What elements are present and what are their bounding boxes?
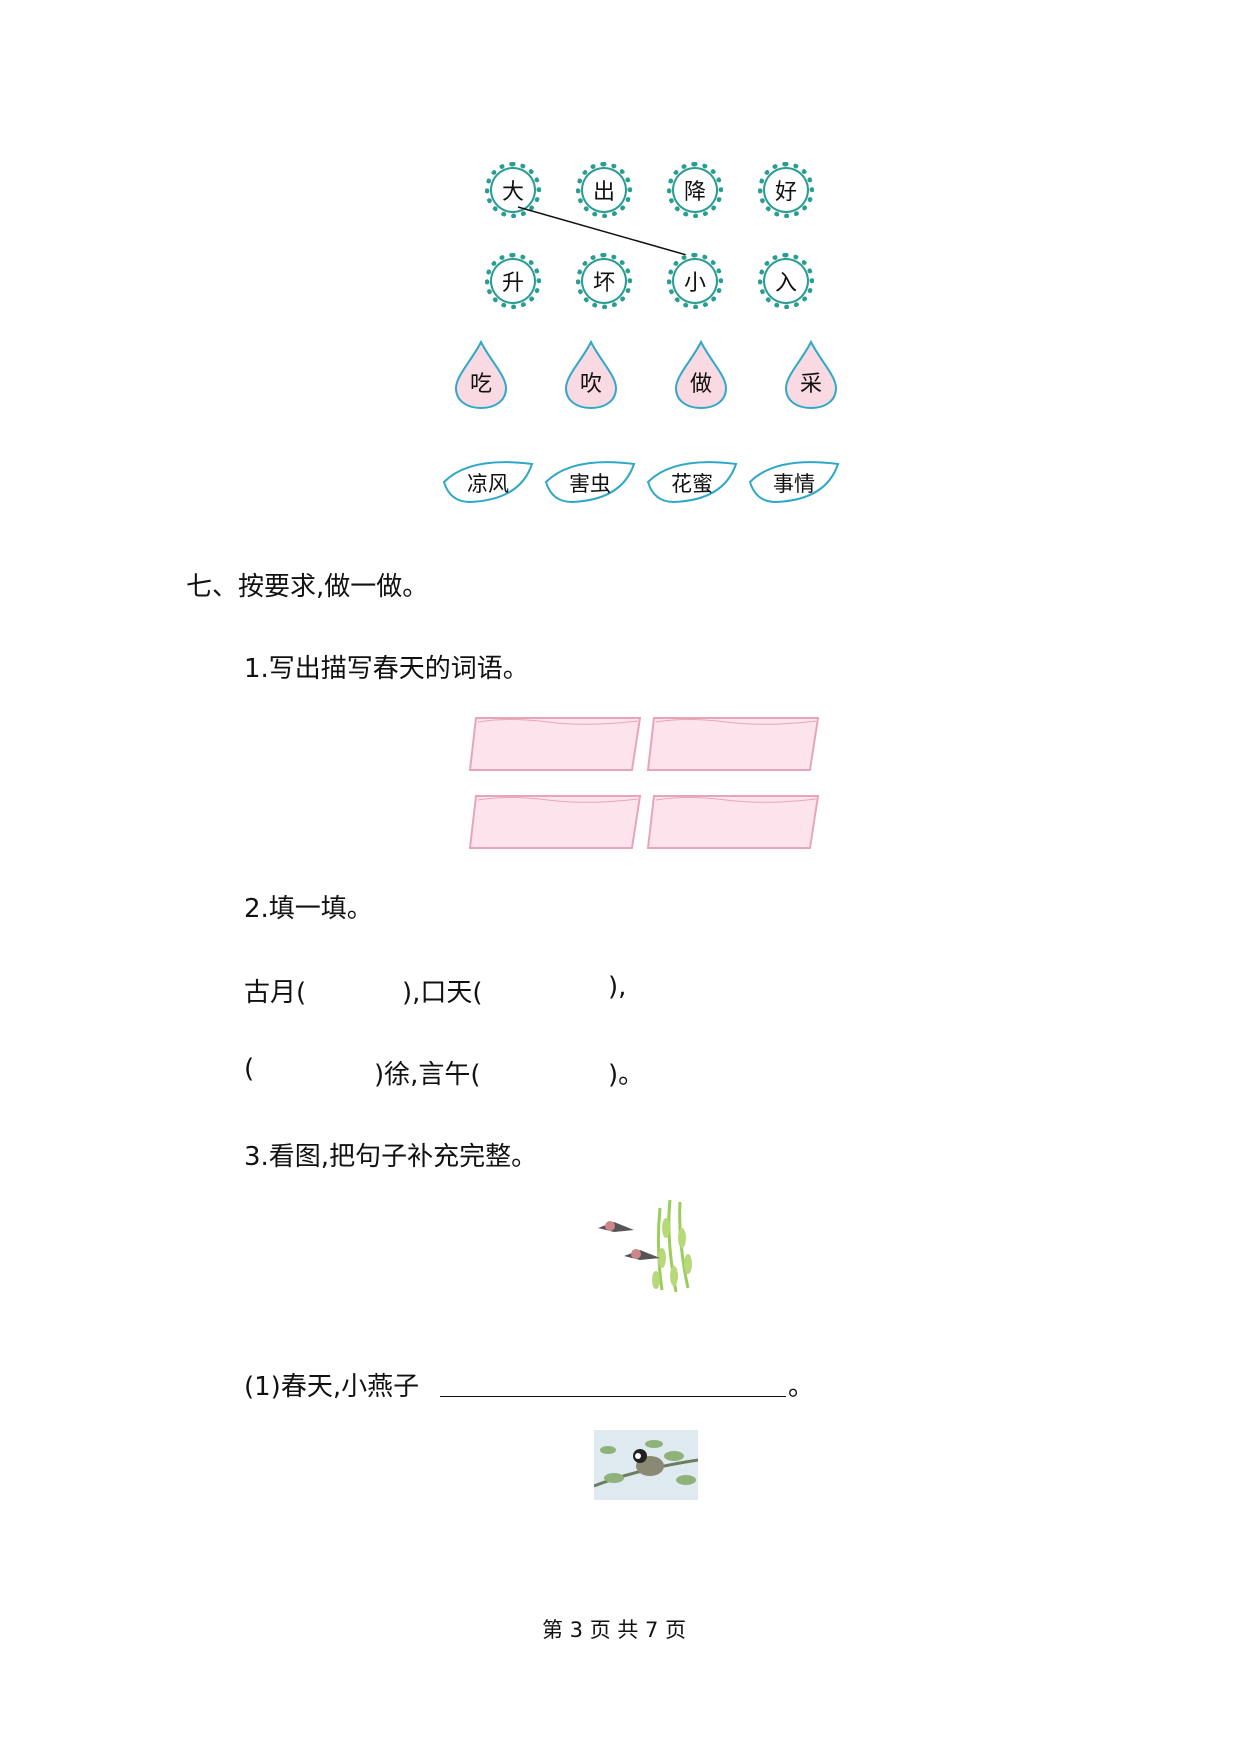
word-box-1[interactable]	[468, 716, 644, 772]
word-box-4[interactable]	[646, 794, 822, 850]
char-badge-top-3: 降	[667, 162, 723, 218]
noun-leaf-2: 害虫	[542, 458, 638, 506]
leaf-shape	[646, 461, 738, 504]
bird-branch-image	[594, 1430, 698, 1500]
drop-shape	[674, 340, 728, 410]
word-box-shape	[468, 717, 642, 771]
char-badge-bottom-4: 入	[758, 253, 814, 309]
leaf-shape	[748, 461, 840, 504]
question-3: 3.看图,把句子补充完整。	[244, 1142, 538, 1172]
drop-shape	[454, 340, 508, 410]
drop-shape	[784, 340, 838, 410]
verb-label: 吹	[579, 372, 602, 397]
word-box-shape	[646, 717, 820, 771]
verb-drop-2: 吹	[564, 340, 618, 410]
char-badge-bottom-1: 升	[485, 253, 541, 309]
noun-label: 花蜜	[671, 472, 713, 496]
swallows-willow-image	[598, 1199, 692, 1293]
noun-leaf-4: 事情	[746, 458, 842, 506]
verb-drop-3: 做	[674, 340, 728, 410]
word-box-2[interactable]	[646, 716, 822, 772]
leaf-shape	[544, 461, 636, 504]
section-title: 七、按要求,做一做。	[186, 572, 429, 602]
sentence-1-prefix: (1)春天,小燕子	[244, 1372, 420, 1402]
noun-label: 凉风	[467, 472, 509, 496]
question-1: 1.写出描写春天的词语。	[244, 654, 529, 684]
char-badge-bottom-3: 小	[667, 253, 723, 309]
char-badge-top-2: 出	[576, 162, 632, 218]
fill-line-1-b: ),口天(	[402, 978, 483, 1008]
sentence-1-suffix: 。	[788, 1372, 815, 1402]
page-number: 第 3 页 共 7 页	[542, 1618, 687, 1642]
verb-label: 吃	[469, 372, 492, 397]
char-badge-top-4: 好	[758, 162, 814, 218]
verb-drop-4: 采	[784, 340, 838, 410]
drop-shape	[564, 340, 618, 410]
noun-label: 害虫	[569, 472, 611, 496]
noun-leaf-1: 凉风	[440, 458, 536, 506]
verb-drop-1: 吃	[454, 340, 508, 410]
match-line	[517, 206, 691, 257]
fill-line-1-a: 古月(	[244, 978, 307, 1008]
char-badge-bottom-2: 坏	[576, 253, 632, 309]
word-box-shape	[646, 795, 820, 849]
verb-label: 做	[689, 372, 712, 397]
word-box-3[interactable]	[468, 794, 644, 850]
fill-line-2-b: )徐,言午(	[374, 1060, 481, 1090]
fill-line-2-c: )。	[608, 1060, 645, 1090]
word-box-shape	[468, 795, 642, 849]
noun-label: 事情	[773, 472, 815, 496]
char-badge-top-1: 大	[485, 162, 541, 218]
question-2: 2.填一填。	[244, 894, 373, 924]
leaf-shape	[442, 461, 534, 504]
fill-line-1-c: ),	[608, 972, 627, 1002]
verb-label: 采	[799, 372, 822, 397]
fill-line-2-a: (	[244, 1054, 255, 1084]
noun-leaf-3: 花蜜	[644, 458, 740, 506]
answer-blank-line[interactable]	[440, 1396, 786, 1397]
